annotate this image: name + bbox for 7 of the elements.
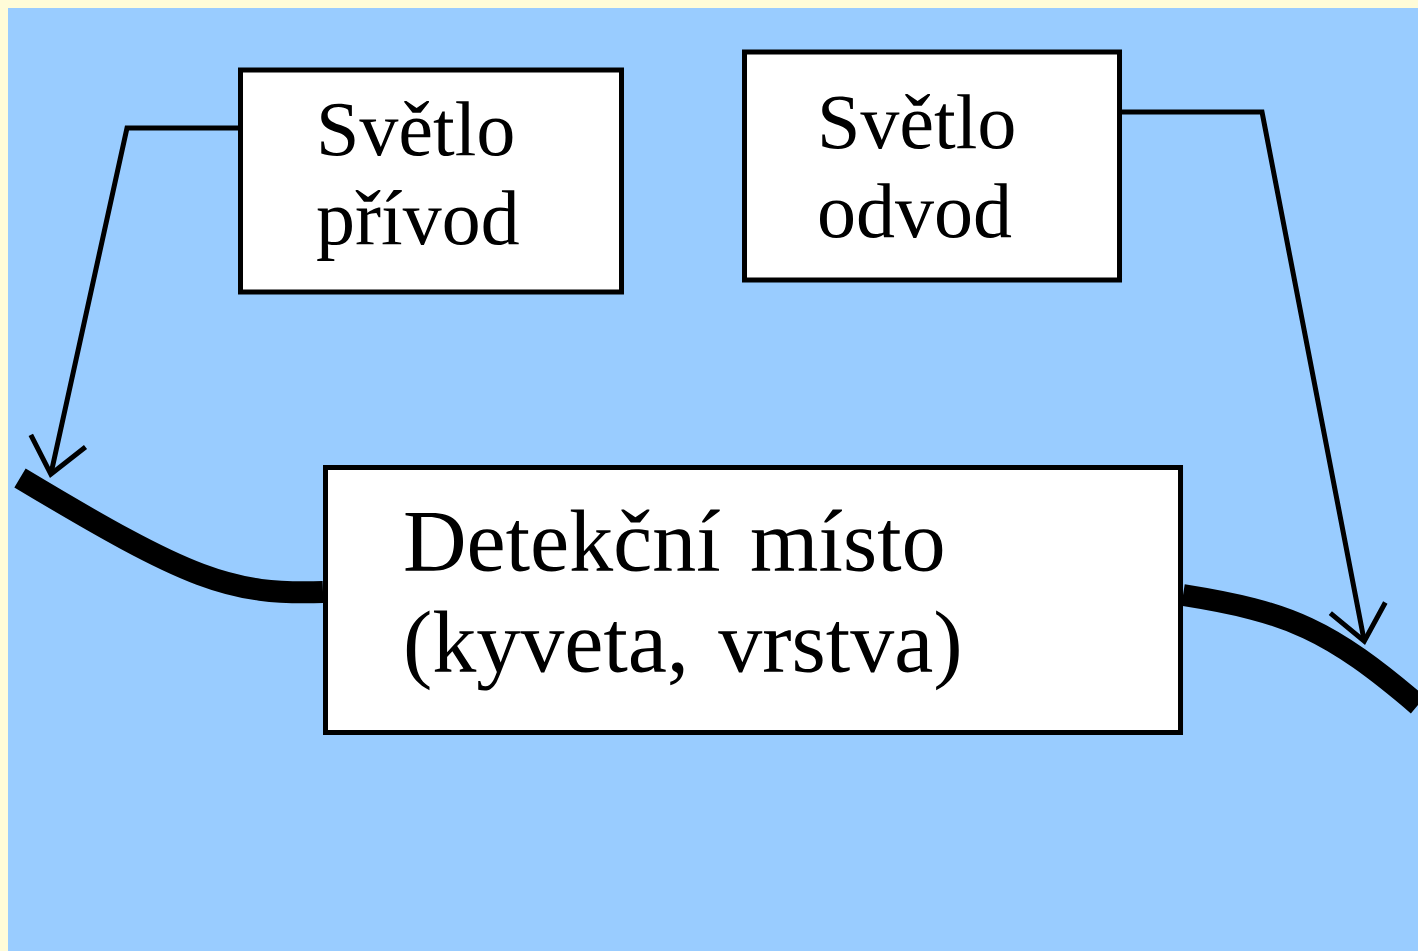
text-box: Světlo odvod bbox=[742, 49, 1122, 283]
arrow bbox=[1122, 109, 1388, 645]
text-box: Světlo přívod bbox=[238, 67, 624, 295]
light-guide-fiber bbox=[1181, 584, 1418, 714]
arrow bbox=[28, 125, 238, 478]
text-box: Detekční místo (kyveta, vrstva) bbox=[323, 465, 1183, 735]
light-guide-fiber bbox=[14, 468, 324, 604]
